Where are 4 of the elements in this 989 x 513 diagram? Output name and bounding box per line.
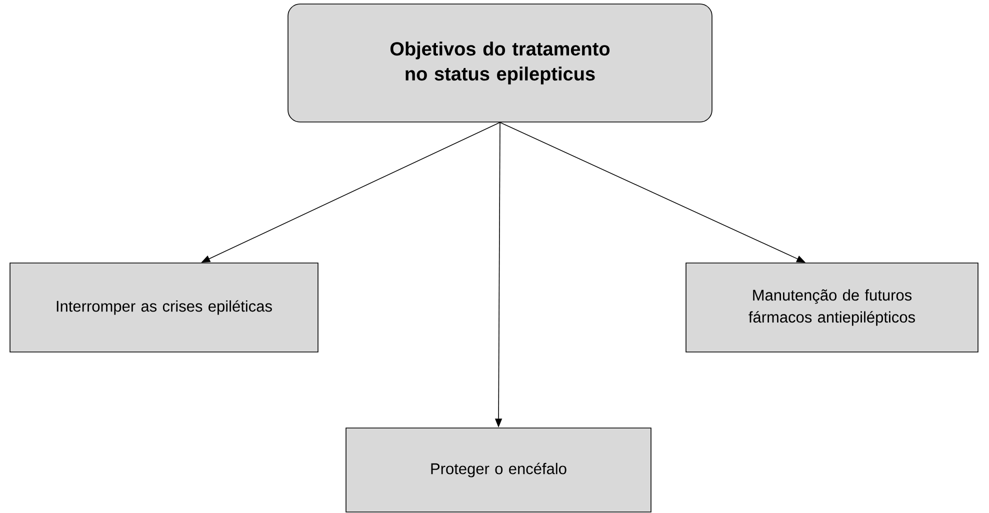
title-box: Objetivos do tratamento no status epilepticus <box>288 4 712 122</box>
process-box: Interromper as crises epiléticas <box>10 262 318 352</box>
process-box: Manutenção de futuros fármacos antiepilépticos <box>686 262 978 352</box>
process-box: Proteger o encéfalo <box>346 428 652 512</box>
